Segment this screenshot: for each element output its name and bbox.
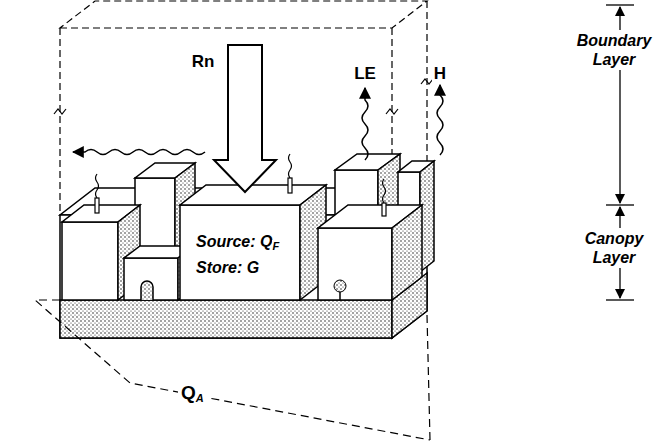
building-front xyxy=(62,222,118,300)
scale-tick xyxy=(606,4,634,5)
flux-label: H xyxy=(432,64,448,84)
tree xyxy=(334,280,346,300)
layer-label: Boundary Layer xyxy=(564,30,664,70)
latent-heat-arrow xyxy=(362,88,368,160)
tree-crown xyxy=(334,280,346,292)
sensible-heat-arrow xyxy=(437,85,443,155)
area-label: Q xyxy=(178,382,196,405)
break-mark xyxy=(386,109,398,114)
area-dimension xyxy=(35,300,430,440)
tree-trunk xyxy=(339,292,341,300)
advection-arrow xyxy=(73,150,205,155)
canopy-front xyxy=(60,215,392,338)
building-side xyxy=(392,205,422,300)
smoke xyxy=(383,179,386,203)
flux-label: Rn xyxy=(190,52,217,72)
chimney xyxy=(288,178,292,193)
chimney xyxy=(95,198,99,213)
building-front xyxy=(180,205,300,300)
chimney xyxy=(382,203,386,216)
subscript: A xyxy=(196,392,207,405)
dashed-edge xyxy=(426,1,427,188)
flux-arrows xyxy=(73,85,443,160)
flux-label: LE xyxy=(352,64,378,84)
building-front xyxy=(318,228,392,300)
building xyxy=(318,205,422,300)
radiation-arrow xyxy=(214,45,276,192)
dimension-line xyxy=(35,300,430,440)
smoke xyxy=(289,154,292,178)
canopy-block xyxy=(60,188,427,338)
dimension-extension xyxy=(427,315,430,440)
smoke xyxy=(96,174,99,198)
store-label: Store: G xyxy=(194,258,259,277)
scale-tick xyxy=(606,204,634,205)
building xyxy=(180,185,326,300)
building-front xyxy=(124,258,178,300)
break-mark xyxy=(54,109,66,114)
dashed-top xyxy=(60,1,427,28)
door-arch xyxy=(141,281,153,300)
layer-label: Canopy Layer xyxy=(564,228,664,268)
scale-tick xyxy=(606,299,634,300)
ground-slab xyxy=(60,300,392,338)
subscript: F xyxy=(272,240,282,253)
dashed-edge xyxy=(59,28,60,215)
store-label: Source: Q xyxy=(194,232,272,251)
